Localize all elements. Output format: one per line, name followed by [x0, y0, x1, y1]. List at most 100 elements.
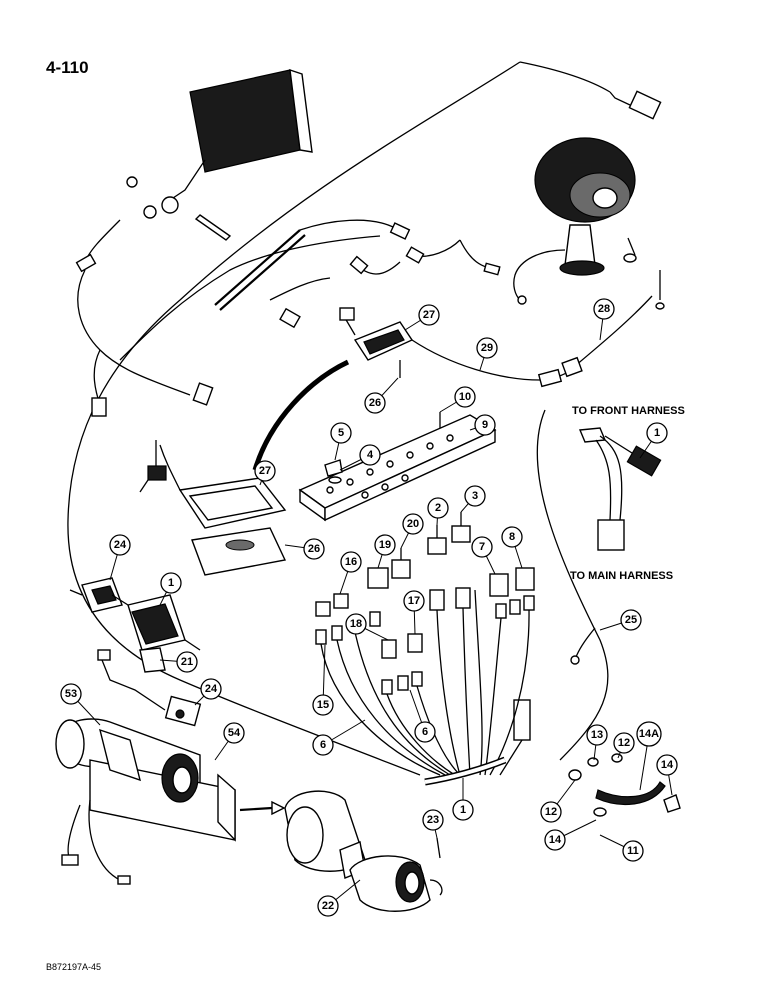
dome-lamp-upper [339, 307, 414, 361]
connector-g [483, 262, 501, 276]
connector-b [192, 382, 214, 406]
callout-label: 27 [423, 309, 435, 321]
callout-label: 9 [482, 419, 488, 431]
callout-label: 13 [591, 729, 603, 741]
connector-f [405, 246, 425, 264]
callout-label: 22 [322, 900, 334, 912]
switch-panel [298, 414, 497, 522]
callout-20: 20 [402, 513, 424, 535]
callout-label: 5 [338, 427, 344, 439]
circuit-breaker-block [69, 577, 201, 651]
callout-7: 7 [471, 536, 493, 558]
callout-9: 9 [474, 414, 496, 436]
callout-10: 10 [454, 386, 476, 408]
callout-label: 6 [422, 726, 428, 738]
switch-16 [315, 593, 349, 617]
callout-label: 12 [618, 737, 630, 749]
callout-8: 8 [501, 526, 523, 548]
callout-6: 6 [312, 734, 334, 756]
switch-3 [451, 512, 471, 543]
blower-motor [284, 790, 443, 912]
callout-13: 13 [586, 724, 608, 746]
switch-2 [427, 525, 447, 555]
callout-label: 12 [545, 806, 557, 818]
callout-label: 24 [114, 539, 127, 551]
heater-blower-box [55, 718, 236, 885]
switch-19 [367, 567, 389, 589]
callout-label: 27 [259, 465, 271, 477]
callout-27: 27 [254, 460, 276, 482]
callouts: 1112345667891011121213141414A15161718192… [60, 298, 678, 917]
callout-14: 14 [656, 754, 678, 776]
callout-29: 29 [476, 337, 498, 359]
callout-label: 25 [625, 614, 637, 626]
callout-label: 4 [367, 449, 374, 461]
panel-connectors [315, 587, 535, 741]
callout-label: 10 [459, 391, 471, 403]
callout-4: 4 [359, 444, 381, 466]
main-harness-wire [67, 61, 521, 776]
callout-2: 2 [427, 497, 449, 519]
callout-label: 20 [407, 518, 419, 530]
callout-21: 21 [176, 651, 198, 673]
front-main-harness-pigtail [578, 427, 662, 551]
callout-53: 53 [60, 683, 82, 705]
callout-label: 8 [509, 531, 515, 543]
callout-18: 18 [345, 613, 367, 635]
callout-label: 1 [654, 427, 660, 439]
wire-branch-b [119, 235, 381, 361]
connector-c [389, 222, 411, 240]
callout-label: 2 [435, 502, 441, 514]
callout-17: 17 [403, 590, 425, 612]
callout-25: 25 [620, 609, 642, 631]
callout-26: 26 [364, 392, 386, 414]
work-light [75, 68, 313, 273]
front-harness-loop [536, 409, 609, 761]
callout-label: 26 [369, 397, 381, 409]
page-number: 4-110 [46, 58, 89, 77]
callout-5: 5 [330, 422, 352, 444]
wire-bundle [320, 589, 530, 776]
callout-label: 53 [65, 688, 77, 700]
callout-label: 29 [481, 342, 493, 354]
callout-label: 16 [345, 556, 357, 568]
callout-label: 17 [408, 595, 420, 607]
callout-label: 23 [427, 814, 439, 826]
callout-54: 54 [223, 722, 245, 744]
callout-12: 12 [613, 732, 635, 754]
figure-code: B872197A-45 [46, 962, 102, 972]
callout-6: 6 [414, 721, 436, 743]
harness-top-wire [519, 61, 611, 93]
callout-19: 19 [374, 534, 396, 556]
callout-label: 1 [460, 804, 466, 816]
callout-label: 6 [320, 739, 326, 751]
callout-12: 12 [540, 801, 562, 823]
callout-1: 1 [160, 572, 182, 594]
harness-sleeve [214, 229, 301, 306]
callout-label: 14 [661, 759, 674, 771]
nut-4 [328, 476, 342, 484]
switch-8 [515, 567, 535, 591]
clip-5 [324, 459, 343, 477]
connector-d [279, 307, 301, 329]
callout-24: 24 [200, 678, 222, 700]
callout-14: 14 [544, 829, 566, 851]
callout-label: 14A [639, 728, 659, 740]
callout-label: 21 [181, 656, 193, 668]
to-front-harness-label: TO FRONT HARNESS [572, 405, 685, 417]
to-main-harness-label: TO MAIN HARNESS [570, 570, 674, 582]
callout-label: 24 [205, 683, 218, 695]
lamp-harness-thick [252, 359, 350, 471]
switch-7 [489, 573, 509, 597]
ground-strap [568, 753, 681, 817]
callout-label: 18 [350, 618, 362, 630]
callout-15: 15 [312, 694, 334, 716]
relay-21 [97, 647, 202, 727]
callout-27: 27 [418, 304, 440, 326]
connector-29 [537, 368, 563, 388]
callout-16: 16 [340, 551, 362, 573]
callout-label: 11 [627, 845, 639, 857]
callout-label: 14 [549, 834, 562, 846]
top-right-connector [628, 90, 662, 120]
